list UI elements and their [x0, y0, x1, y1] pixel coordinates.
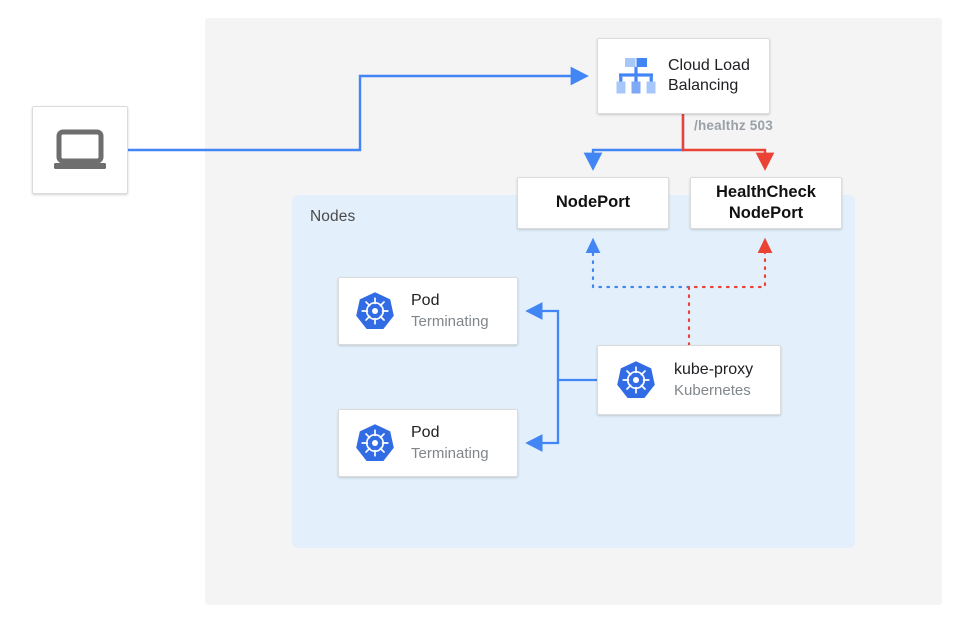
cloud-load-balancing-title: Cloud Load: [668, 56, 750, 74]
pod-text-1: Pod Terminating: [411, 291, 489, 331]
healthcheck-nodeport-label: HealthCheck NodePort: [716, 182, 816, 225]
kube-proxy-subtitle: Kubernetes: [674, 381, 751, 399]
healthcheck-nodeport-node[interactable]: HealthCheck NodePort: [690, 177, 842, 229]
nodes-region-label: Nodes: [310, 208, 356, 225]
kube-proxy-title: kube-proxy: [674, 361, 754, 379]
pod-title-1: Pod: [411, 292, 440, 310]
healthcheck-nodeport-label-line1: HealthCheck: [716, 182, 816, 201]
cloud-load-balancing-node[interactable]: Cloud Load Balancing: [597, 38, 770, 114]
pod-title-2: Pod: [411, 424, 440, 442]
pod-status-2: Terminating: [411, 444, 489, 462]
kubernetes-icon: [353, 423, 397, 463]
laptop-icon: [52, 128, 108, 172]
nodeport-label: NodePort: [555, 193, 631, 212]
cloud-load-balancing-subtitle: Balancing: [668, 77, 739, 94]
pod-text-2: Pod Terminating: [411, 423, 489, 463]
cloud-load-balancing-icon: [610, 57, 662, 95]
kube-proxy-node[interactable]: kube-proxy Kubernetes: [597, 345, 781, 415]
client-node[interactable]: [32, 106, 128, 194]
pod-node-2[interactable]: Pod Terminating: [338, 409, 518, 477]
kubernetes-icon: [614, 360, 658, 400]
pod-node-1[interactable]: Pod Terminating: [338, 277, 518, 345]
cloud-load-balancing-text: Cloud Load Balancing: [668, 56, 750, 97]
kube-proxy-text: kube-proxy Kubernetes: [674, 360, 753, 400]
pod-status-1: Terminating: [411, 312, 489, 330]
healthz-edge-label: /healthz 503: [694, 118, 773, 133]
kubernetes-icon: [353, 291, 397, 331]
nodeport-node[interactable]: NodePort: [517, 177, 669, 229]
healthcheck-nodeport-label-line2: NodePort: [728, 204, 804, 222]
